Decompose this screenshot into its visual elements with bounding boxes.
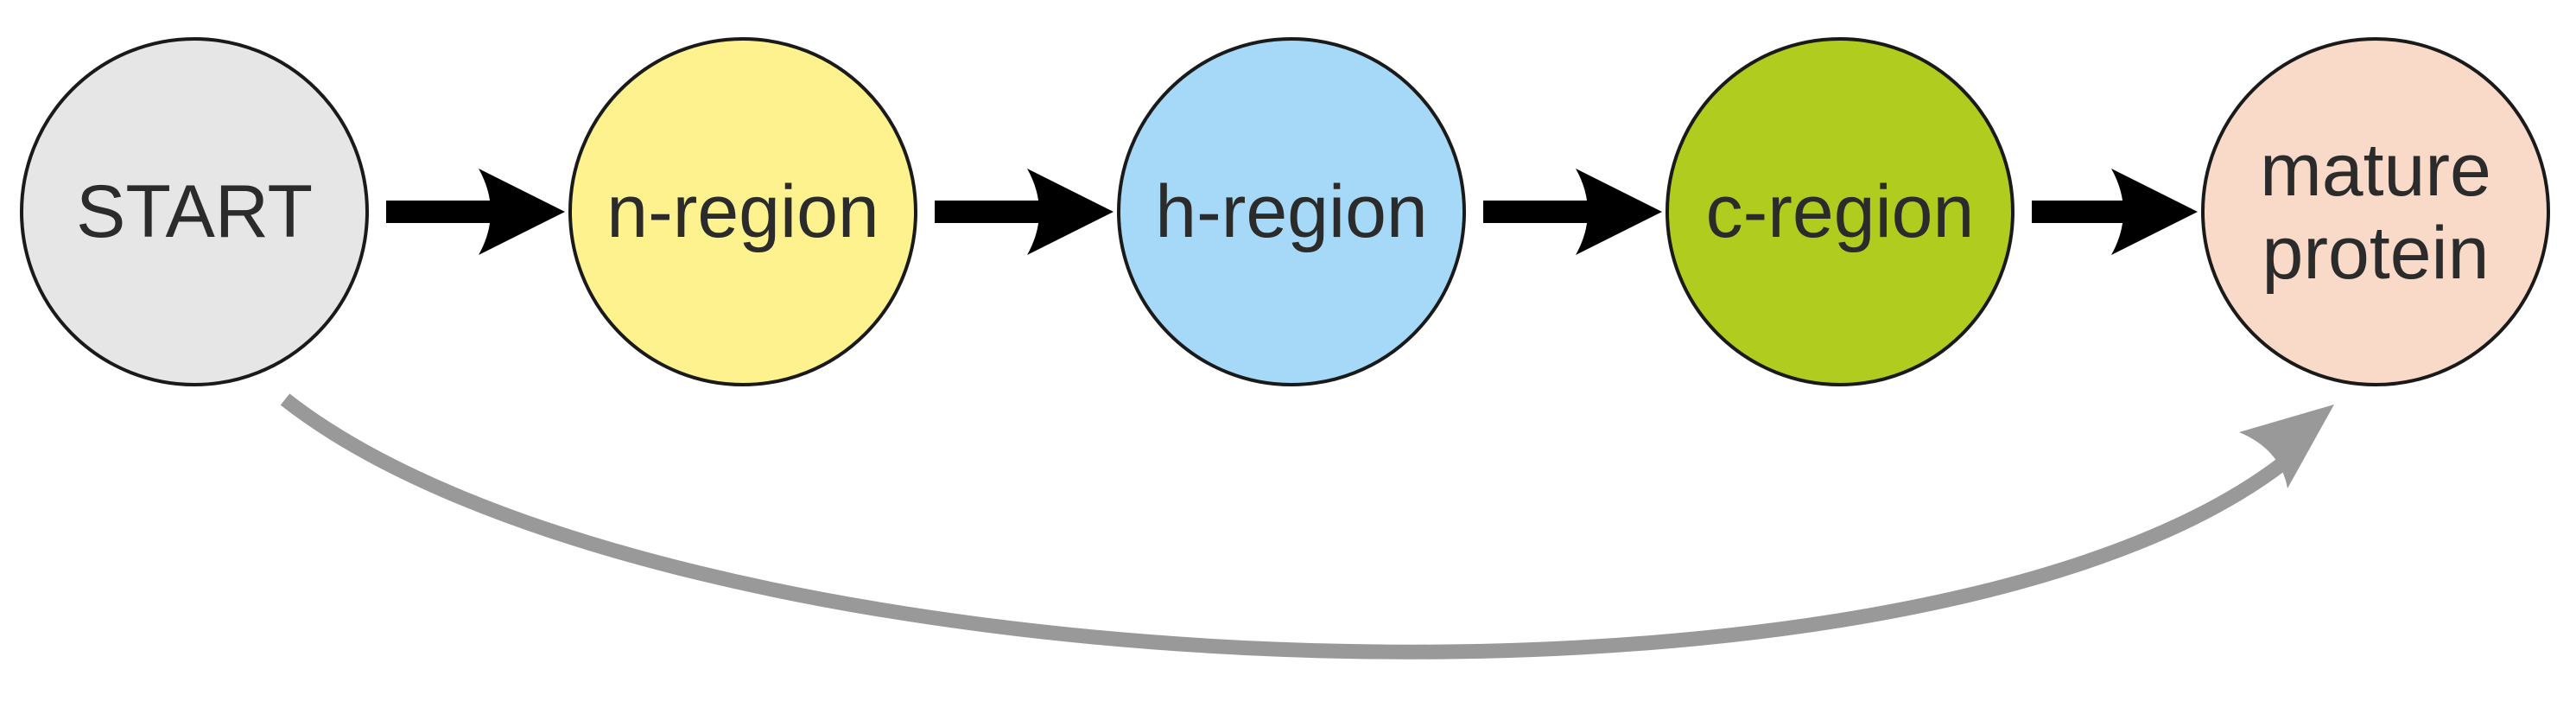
node-h-region-label: h-region [1155, 170, 1428, 253]
arrowhead [479, 169, 565, 255]
node-n-region-circle [568, 37, 917, 386]
arrow-start-to-n-region [386, 169, 565, 255]
node-start: START [20, 37, 369, 386]
node-c-region-label: c-region [1706, 170, 1975, 253]
nodes-layer: START n-region h-region c-region matureprote… [20, 37, 2550, 386]
node-c-region-circle [1666, 37, 2014, 386]
arrow-n-region-to-h-region [935, 169, 1114, 255]
arrowhead [1027, 169, 1114, 255]
arrowhead [2111, 169, 2198, 255]
bypass-arrowhead [2239, 405, 2334, 488]
node-n-region-label: n-region [606, 170, 879, 253]
node-start-label: START [76, 170, 313, 253]
arrow-h-region-to-c-region [1483, 169, 1662, 255]
node-mature-protein-label-line-1: mature [2260, 129, 2491, 212]
bypass-arrow-start-to-mature-protein [280, 393, 2334, 660]
node-mature-protein-label-line-2: protein [2262, 212, 2490, 295]
arrow-c-region-to-mature-protein [2032, 169, 2198, 255]
node-h-region: h-region [1117, 37, 1466, 386]
node-n-region: n-region [568, 37, 917, 386]
node-start-circle [20, 37, 369, 386]
node-h-region-circle [1117, 37, 1466, 386]
bypass-arrow-curve [280, 393, 2286, 660]
node-mature-protein-circle [2201, 37, 2550, 386]
node-c-region: c-region [1666, 37, 2014, 386]
edges-layer [280, 169, 2334, 660]
arrowhead [1576, 169, 1662, 255]
